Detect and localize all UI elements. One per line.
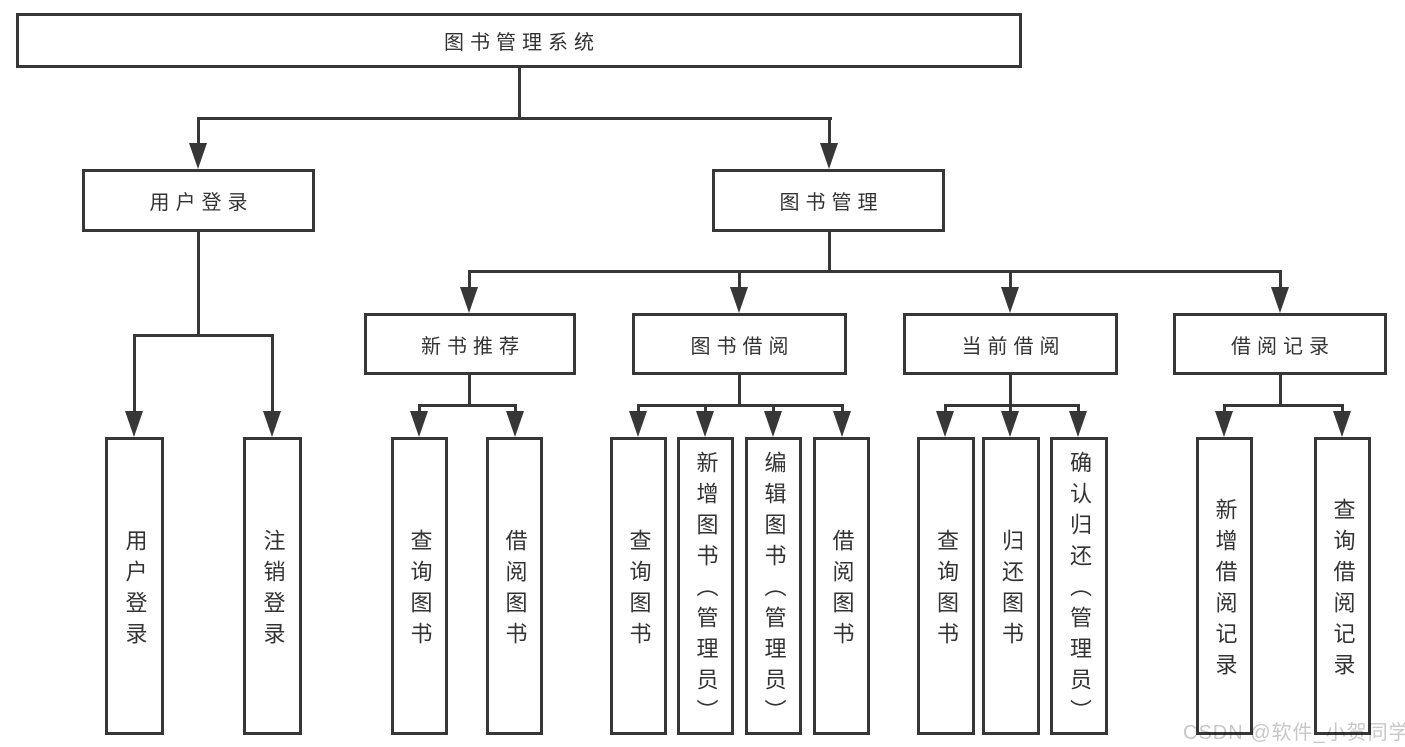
leaf-label: 新增图书（管理员） (693, 451, 719, 730)
arrowhead-icon (730, 287, 748, 313)
connector-stem (1223, 404, 1226, 414)
leaf-borrow-add-books-admin: 新增图书（管理员） (677, 437, 734, 735)
node-root-system: 图书管理系统 (16, 13, 1022, 68)
leaf-label: 用户登录 (122, 528, 148, 653)
connector-stem (828, 117, 831, 145)
arrowhead-icon (1215, 411, 1233, 437)
leaf-current-confirm-return-admin: 确认归还（管理员） (1050, 437, 1108, 735)
arrowhead-icon (1069, 411, 1087, 437)
arrowhead-icon (125, 411, 143, 437)
leaf-label: 查询借阅记录 (1330, 497, 1356, 684)
arrowhead-icon (1333, 411, 1351, 437)
connector-rail (418, 404, 517, 407)
arrowhead-icon (1271, 287, 1289, 313)
connector-stem (197, 117, 200, 145)
connector-stem (468, 270, 471, 290)
connector-stem (1009, 270, 1012, 290)
connector-stub (468, 373, 471, 407)
connector-stem (1077, 404, 1080, 414)
csdn-watermark: CSDN @软件_小贺同学 (1183, 722, 1405, 744)
leaf-label: 编辑图书（管理员） (761, 451, 787, 730)
arrowhead-icon (936, 411, 954, 437)
arrowhead-icon (460, 287, 478, 313)
leaf-label: 查询图书 (934, 528, 959, 653)
leaf-query-borrow-record: 查询借阅记录 (1314, 437, 1371, 735)
node-new-book-recommend: 新书推荐 (364, 313, 576, 375)
leaf-label: 确认归还（管理员） (1067, 451, 1092, 730)
connector-stem (133, 334, 136, 413)
node-label: 新书推荐 (421, 335, 525, 358)
leaf-label: 查询图书 (407, 528, 433, 653)
arrowhead-icon (696, 411, 714, 437)
leaf-label: 注销登录 (260, 528, 286, 653)
connector-stem (841, 404, 844, 414)
node-label: 借阅记录 (1231, 335, 1335, 358)
connector-rail (944, 404, 1080, 407)
node-label: 图书管理 (779, 192, 884, 214)
leaf-current-return-books: 归还图书 (982, 437, 1040, 735)
node-book-management: 图书管理 (712, 169, 945, 232)
leaf-current-query-books: 查询图书 (917, 437, 975, 735)
leaf-borrow-borrow-books: 借阅图书 (813, 437, 870, 735)
connector-stub (738, 373, 741, 407)
connector-stub (1279, 373, 1282, 407)
leaf-recommend-query-books: 查询图书 (391, 437, 448, 735)
connector-level2-rail (197, 117, 832, 120)
node-label: 图书借阅 (690, 335, 795, 358)
connector-rail (637, 404, 844, 407)
node-current-borrow: 当前借阅 (903, 313, 1118, 375)
arrowhead-icon (764, 411, 782, 437)
node-label: 当前借阅 (961, 335, 1066, 358)
arrowhead-icon (410, 411, 428, 437)
node-label: 图书管理系统 (444, 32, 600, 54)
arrowhead-icon (629, 411, 647, 437)
connector-stem (944, 404, 947, 414)
arrowhead-icon (263, 411, 281, 437)
connector-stub (1009, 373, 1012, 407)
arrowhead-icon (820, 143, 838, 169)
leaf-label: 归还图书 (999, 528, 1024, 653)
connector-stem (1341, 404, 1344, 414)
leaf-user-login: 用户登录 (105, 437, 164, 735)
connector-stem (738, 270, 741, 290)
connector-stem (637, 404, 640, 414)
leaf-recommend-borrow-books: 借阅图书 (486, 437, 543, 735)
connector-stem (514, 404, 517, 414)
connector-stem (704, 404, 707, 414)
leaf-borrow-edit-books-admin: 编辑图书（管理员） (745, 437, 802, 735)
connector-stem (1009, 404, 1012, 414)
connector-book-mgmt-stub (828, 230, 831, 273)
connector-root-trunk (518, 66, 521, 119)
connector-user-login-rail (133, 334, 274, 337)
leaf-label: 借阅图书 (502, 528, 528, 653)
arrowhead-icon (189, 143, 207, 169)
leaf-logout: 注销登录 (243, 437, 302, 735)
leaf-add-borrow-record: 新增借阅记录 (1196, 437, 1253, 735)
node-label: 用户登录 (149, 192, 254, 214)
leaf-label: 借阅图书 (829, 528, 855, 653)
node-book-borrow: 图书借阅 (632, 313, 847, 375)
node-borrow-record: 借阅记录 (1173, 313, 1387, 375)
arrowhead-icon (1001, 411, 1019, 437)
connector-stem (271, 334, 274, 413)
connector-user-login-stub (197, 230, 200, 337)
connector-rail (1223, 404, 1344, 407)
connector-stem (772, 404, 775, 414)
node-user-login: 用户登录 (82, 169, 315, 232)
connector-stem (418, 404, 421, 414)
connector-level3-rail (468, 270, 1282, 273)
arrowhead-icon (506, 411, 524, 437)
leaf-label: 查询图书 (626, 528, 652, 653)
connector-stem (1279, 270, 1282, 290)
arrowhead-icon (833, 411, 851, 437)
leaf-label: 新增借阅记录 (1212, 497, 1238, 684)
arrowhead-icon (1001, 287, 1019, 313)
leaf-borrow-query-books: 查询图书 (610, 437, 667, 735)
